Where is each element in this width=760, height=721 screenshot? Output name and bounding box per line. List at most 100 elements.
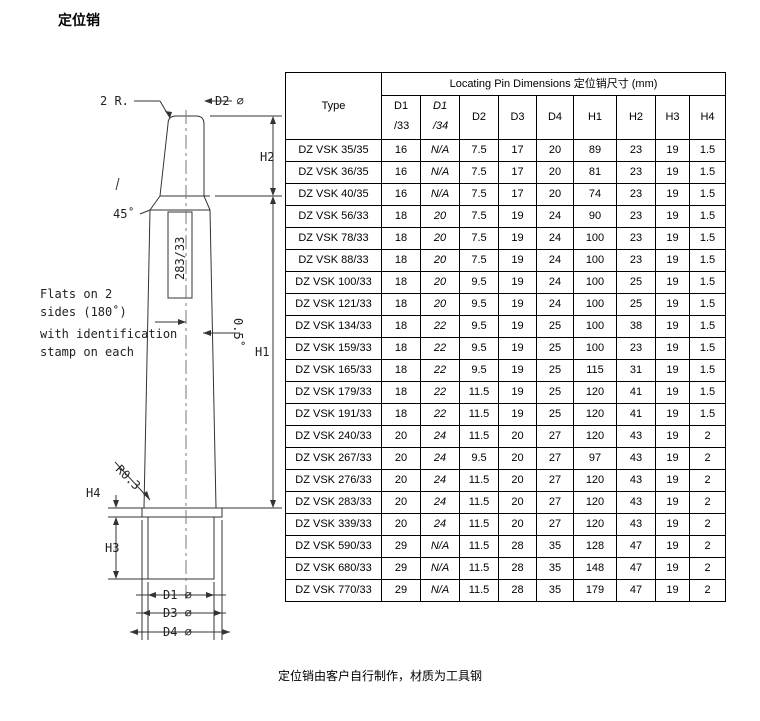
cell-d1-34: 22 bbox=[420, 337, 460, 360]
h3-label: H3 bbox=[105, 541, 119, 555]
cell-d1-34: 20 bbox=[420, 227, 460, 250]
cell-type: DZ VSK 590/33 bbox=[285, 535, 382, 558]
cell-d1-33: 16 bbox=[381, 139, 421, 162]
cell-h3: 19 bbox=[655, 315, 690, 338]
cell-h4: 1.5 bbox=[689, 205, 726, 228]
cell-type: DZ VSK 283/33 bbox=[285, 491, 382, 514]
type-header: Type bbox=[285, 72, 382, 140]
flats-note-line-2: sides (180˚) bbox=[40, 304, 127, 319]
cell-h3: 19 bbox=[655, 425, 690, 448]
cell-d1-34: 22 bbox=[420, 315, 460, 338]
cell-d4: 27 bbox=[536, 425, 574, 448]
cell-d4: 27 bbox=[536, 469, 574, 492]
cell-h3: 19 bbox=[655, 535, 690, 558]
page-title: 定位销 bbox=[58, 13, 100, 29]
cell-h4: 1.5 bbox=[689, 337, 726, 360]
cell-h1: 128 bbox=[573, 535, 617, 558]
cell-h3: 19 bbox=[655, 359, 690, 382]
cell-h1: 120 bbox=[573, 381, 617, 404]
cell-h2: 23 bbox=[616, 227, 656, 250]
col-d1-33: D1/33 bbox=[381, 95, 421, 140]
cell-d4: 35 bbox=[536, 535, 574, 558]
cell-d2: 11.5 bbox=[459, 535, 499, 558]
d4-label: D4 ⌀ bbox=[163, 625, 192, 639]
cell-h3: 19 bbox=[655, 139, 690, 162]
cell-d1-34: 24 bbox=[420, 513, 460, 536]
col-d2: D2 bbox=[459, 95, 499, 140]
cell-d2: 11.5 bbox=[459, 469, 499, 492]
cell-h4: 2 bbox=[689, 491, 726, 514]
cell-d3: 17 bbox=[498, 139, 537, 162]
cell-d1-33: 16 bbox=[381, 183, 421, 206]
locating-pin-drawing: 2 R. D2 ⌀ H2 45˚ 283/33 Flats on 2 sides… bbox=[40, 94, 282, 640]
cell-h3: 19 bbox=[655, 469, 690, 492]
cell-d3: 17 bbox=[498, 161, 537, 184]
cell-d4: 25 bbox=[536, 359, 574, 382]
cell-d4: 27 bbox=[536, 447, 574, 470]
cell-d1-34: N/A bbox=[420, 183, 460, 206]
cell-h2: 23 bbox=[616, 249, 656, 272]
cell-d4: 27 bbox=[536, 491, 574, 514]
cell-d1-33: 18 bbox=[381, 403, 421, 426]
cell-d4: 35 bbox=[536, 557, 574, 580]
cell-h2: 43 bbox=[616, 513, 656, 536]
cell-d2: 7.5 bbox=[459, 183, 499, 206]
cell-h2: 23 bbox=[616, 139, 656, 162]
cell-h3: 19 bbox=[655, 271, 690, 294]
cell-h2: 43 bbox=[616, 447, 656, 470]
size-label: 283/33 bbox=[173, 237, 187, 280]
cell-d3: 19 bbox=[498, 359, 537, 382]
cell-h1: 120 bbox=[573, 403, 617, 426]
cell-h2: 23 bbox=[616, 205, 656, 228]
cell-d4: 24 bbox=[536, 227, 574, 250]
cell-h3: 19 bbox=[655, 403, 690, 426]
cell-d4: 20 bbox=[536, 139, 574, 162]
cell-type: DZ VSK 276/33 bbox=[285, 469, 382, 492]
cell-d2: 11.5 bbox=[459, 381, 499, 404]
cell-h2: 47 bbox=[616, 579, 656, 602]
cell-h3: 19 bbox=[655, 447, 690, 470]
cell-d3: 19 bbox=[498, 293, 537, 316]
cell-h1: 100 bbox=[573, 293, 617, 316]
cell-d1-33: 20 bbox=[381, 491, 421, 514]
cell-h3: 19 bbox=[655, 381, 690, 404]
cell-type: DZ VSK 165/33 bbox=[285, 359, 382, 382]
cell-h2: 43 bbox=[616, 425, 656, 448]
group-header: Locating Pin Dimensions 定位销尺寸 (mm) bbox=[381, 72, 726, 96]
cell-type: DZ VSK 159/33 bbox=[285, 337, 382, 360]
cell-h1: 100 bbox=[573, 315, 617, 338]
cell-d1-33: 18 bbox=[381, 359, 421, 382]
cell-h2: 43 bbox=[616, 491, 656, 514]
cell-h4: 1.5 bbox=[689, 315, 726, 338]
cell-h4: 2 bbox=[689, 579, 726, 602]
col-h4: H4 bbox=[689, 95, 726, 140]
taper-label: 0.5˚ bbox=[231, 318, 246, 347]
cell-d4: 27 bbox=[536, 513, 574, 536]
cell-h4: 1.5 bbox=[689, 249, 726, 272]
cell-d1-34: 22 bbox=[420, 381, 460, 404]
cell-d3: 20 bbox=[498, 469, 537, 492]
cell-h3: 19 bbox=[655, 579, 690, 602]
cell-d1-33: 18 bbox=[381, 271, 421, 294]
cell-d3: 20 bbox=[498, 447, 537, 470]
cell-h4: 1.5 bbox=[689, 161, 726, 184]
col-h2: H2 bbox=[616, 95, 656, 140]
cell-h4: 1.5 bbox=[689, 381, 726, 404]
cell-d1-34: 20 bbox=[420, 271, 460, 294]
col-d1-33-bottom: /33 bbox=[394, 120, 410, 132]
cell-h3: 19 bbox=[655, 513, 690, 536]
cell-d1-33: 18 bbox=[381, 227, 421, 250]
cell-type: DZ VSK 35/35 bbox=[285, 139, 382, 162]
cell-h3: 19 bbox=[655, 337, 690, 360]
